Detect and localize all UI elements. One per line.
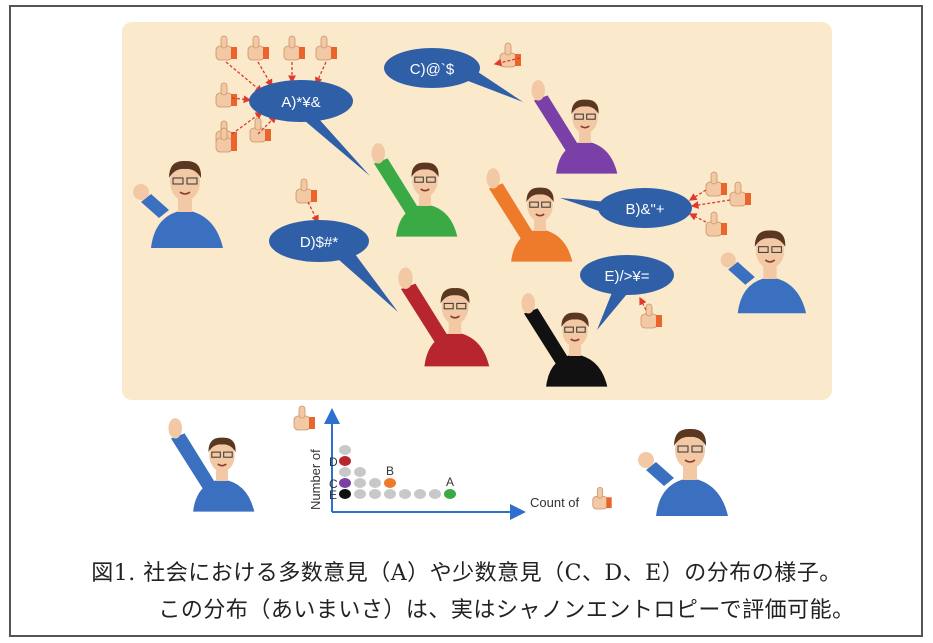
chart-dot-label: C [329, 477, 338, 491]
thumbs-up-icon [295, 178, 317, 204]
arrow [688, 213, 707, 223]
thumbs-up-icon [283, 35, 305, 61]
x-axis-thumb-icon [592, 486, 612, 510]
thumbs-up-icon [247, 35, 269, 61]
chart-dot [354, 478, 366, 488]
person-bottom-right [638, 428, 728, 516]
chart-dot [369, 478, 381, 488]
arrow [307, 201, 319, 224]
arrow [257, 115, 277, 135]
svg-text:D)$#*: D)$#* [300, 234, 339, 251]
arrow [231, 111, 264, 135]
thumbs-up-icon [640, 303, 662, 329]
chart-dot-e [339, 489, 351, 499]
y-axis-label: Number of [308, 449, 323, 510]
chart-dot-label: D [329, 455, 338, 469]
caption-line-1: 図1. 社会における多数意見（A）や少数意見（C、D、E）の分布の様子。 [91, 561, 842, 586]
chart-dot-b [384, 478, 396, 488]
person-purple [531, 80, 618, 174]
thumbs-up-icon [215, 35, 237, 61]
chart-dot-label: E [329, 488, 337, 502]
svg-text:A)*¥&: A)*¥& [281, 94, 320, 111]
bubble-c: C)@`$ [384, 48, 523, 102]
chart-dot [339, 445, 351, 455]
chart-dot [354, 489, 366, 499]
thumbs-up-icon [215, 82, 237, 108]
chart-dot-label: A [446, 475, 454, 489]
bubble-d: D)$#* [269, 220, 398, 312]
chart-dot [399, 489, 411, 499]
chart-dot [339, 467, 351, 477]
chart-dot [429, 489, 441, 499]
arrow [315, 61, 327, 86]
person-green [371, 143, 458, 237]
bubble-e: E)/>¥= [580, 255, 674, 330]
distribution-chart: Number of Count of ECD B A [308, 408, 612, 520]
person-bottom-left [168, 418, 255, 512]
thumbs-up-icon [729, 181, 751, 207]
chart-dot [414, 489, 426, 499]
person-orange [486, 168, 573, 262]
arrow [225, 61, 263, 93]
arrow [690, 199, 731, 209]
svg-text:B)&"+: B)&"+ [625, 201, 664, 218]
thumbs-up-icon [315, 35, 337, 61]
bubble-b: B)&"+ [560, 188, 692, 228]
thumbs-up-icon [705, 171, 727, 197]
arrow [688, 189, 707, 201]
x-axis-label: Count of [530, 495, 580, 510]
person-right-blue [720, 230, 807, 314]
thumbs-up-icon [249, 117, 271, 143]
chart-dot-label: B [386, 464, 394, 478]
arrow [231, 95, 252, 104]
chart-dot [369, 489, 381, 499]
thumbs-up-icon [705, 211, 727, 237]
thumbs-up-icon [215, 127, 237, 153]
bubble-a: A)*¥& [249, 80, 370, 176]
chart-dot [354, 467, 366, 477]
chart-dot-c [339, 478, 351, 488]
person-left-blue [133, 160, 223, 248]
svg-text:E)/>¥=: E)/>¥= [604, 268, 649, 285]
person-black [521, 293, 608, 387]
person-red [398, 267, 490, 367]
arrow [639, 296, 647, 311]
thumbs-up-icon [293, 405, 315, 431]
chart-dot [384, 489, 396, 499]
chart-dot-d [339, 456, 351, 466]
arrow [493, 57, 521, 67]
chart-dot-a [444, 489, 456, 499]
caption-line-2: この分布（あいまいさ）は、実はシャノンエントロピーで評価可能。 [158, 598, 855, 623]
svg-text:C)@`$: C)@`$ [410, 61, 455, 78]
